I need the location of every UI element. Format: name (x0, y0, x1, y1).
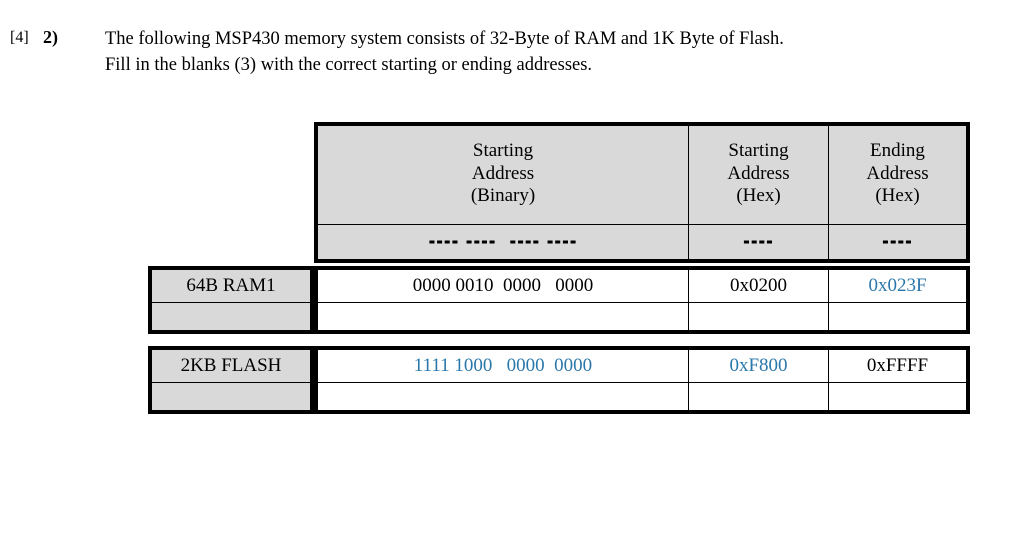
flash-blank-row (315, 382, 969, 413)
ram-start-hex-blank-cell[interactable] (688, 302, 829, 333)
header-binary-line-3: (Binary) (470, 185, 536, 207)
ram-blank-row (315, 302, 969, 333)
dashes-start-hex: ---- (743, 227, 774, 255)
flash-binary-blank-cell[interactable] (315, 382, 689, 413)
header-start-hex-line-3: (Hex) (736, 185, 781, 207)
header-end-hex-line-1: Ending (870, 140, 925, 162)
table-row-ram: 0000 0010 0000 0000 0x0200 0x023F (314, 266, 970, 334)
header-dashes-start-hex: ---- (688, 224, 829, 262)
question-number: 2) (43, 27, 58, 47)
header-starting-address-hex: Starting Address (Hex) (688, 123, 829, 225)
flash-binary-cell[interactable]: 1111 1000 0000 0000 (315, 347, 689, 383)
flash-start-hex-blank-cell[interactable] (688, 382, 829, 413)
ram-label-blank-cell (149, 302, 313, 333)
ram-end-hex-cell[interactable]: 0x023F (828, 267, 969, 303)
header-dashes-binary: ---- ---- ---- ---- (315, 224, 689, 262)
header-dashes-end-hex: ---- (828, 224, 969, 262)
table-header-labels-row: Starting Address (Binary) Starting Addre… (315, 123, 969, 225)
table-row-flash: 1111 1000 0000 0000 0xF800 0xFFFF (314, 346, 970, 414)
flash-label-blank-cell (149, 382, 313, 413)
ram-binary-blank-cell[interactable] (315, 302, 689, 333)
ram-label-text: 64B RAM1 (149, 267, 313, 303)
header-binary-line-1: Starting (472, 140, 534, 162)
ram-values-row: 0000 0010 0000 0000 0x0200 0x023F (315, 267, 969, 303)
flash-end-hex-value: 0xFFFF (866, 354, 929, 376)
header-end-hex-line-2: Address (866, 162, 929, 184)
flash-values-row: 1111 1000 0000 0000 0xF800 0xFFFF (315, 347, 969, 383)
dashes-end-hex: ---- (882, 227, 913, 255)
row-label-flash: 2KB FLASH (148, 346, 314, 414)
question-text-line-2: Fill in the blanks (3) with the correct … (105, 55, 593, 76)
ram-end-hex-value: 0x023F (868, 274, 927, 296)
ram-label-blank-row (149, 302, 313, 333)
header-start-hex-line-1: Starting (728, 140, 789, 162)
question-text-line-1: The following MSP430 memory system consi… (105, 29, 784, 49)
header-start-hex-line-2: Address (727, 162, 790, 184)
ram-start-hex-value: 0x0200 (730, 274, 787, 296)
ram-binary-value: 0000 0010 0000 0000 (412, 274, 594, 296)
flash-start-hex-cell[interactable]: 0xF800 (688, 347, 829, 383)
flash-label-blank-row (149, 382, 313, 413)
flash-end-hex-blank-cell[interactable] (828, 382, 969, 413)
table-header: Starting Address (Binary) Starting Addre… (314, 122, 970, 263)
ram-start-hex-cell[interactable]: 0x0200 (688, 267, 829, 303)
header-starting-address-binary: Starting Address (Binary) (315, 123, 689, 225)
header-ending-address-hex: Ending Address (Hex) (828, 123, 969, 225)
row-label-ram: 64B RAM1 (148, 266, 314, 334)
header-binary-line-2: Address (471, 162, 535, 184)
table-header-dashes-row: ---- ---- ---- ---- ---- ---- (315, 224, 969, 262)
header-end-hex-line-3: (Hex) (875, 185, 920, 207)
flash-start-hex-value: 0xF800 (729, 354, 788, 376)
ram-binary-cell[interactable]: 0000 0010 0000 0000 (315, 267, 689, 303)
question-marks: [4] (10, 29, 29, 46)
flash-binary-value: 1111 1000 0000 0000 (413, 354, 593, 376)
dashes-binary: ---- ---- ---- ---- (428, 227, 578, 255)
ram-label-row: 64B RAM1 (149, 267, 313, 303)
question-text: The following MSP430 memory system consi… (105, 26, 985, 79)
flash-end-hex-cell[interactable]: 0xFFFF (828, 347, 969, 383)
flash-label-text: 2KB FLASH (149, 347, 313, 383)
ram-end-hex-blank-cell[interactable] (828, 302, 969, 333)
flash-label-row: 2KB FLASH (149, 347, 313, 383)
